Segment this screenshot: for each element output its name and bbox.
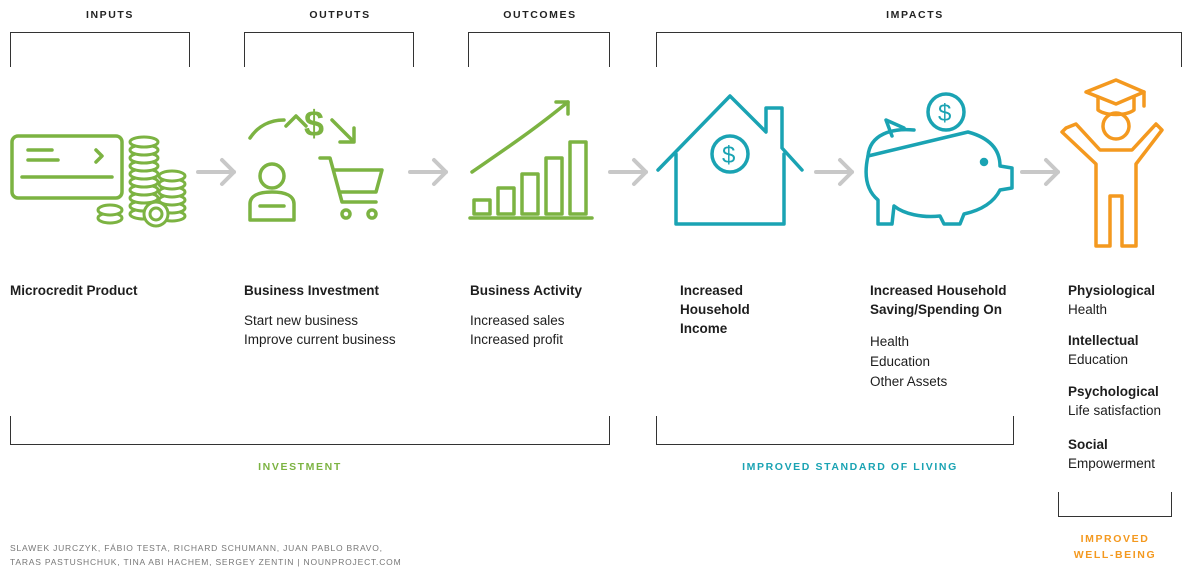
header-outcomes: OUTCOMES [503, 9, 577, 21]
svg-text:$: $ [722, 142, 735, 169]
arrow-right-icon [814, 158, 854, 186]
stage-title-microcredit: Microcredit Product [10, 283, 138, 298]
arrow-right-icon [196, 158, 236, 186]
growth-bar-chart-icon [468, 100, 594, 220]
footer-standard: IMPROVED STANDARD OF LIVING [742, 461, 958, 473]
stage-title-activity: Business Activity [470, 283, 583, 298]
wellbeing-head: Social [1068, 437, 1108, 452]
bracket-outcomes [468, 32, 610, 67]
title-line: Household [680, 302, 750, 317]
credit-line: TARAS PASTUSHCHUK, TINA ABI HACHEM, SERG… [10, 557, 402, 567]
footer-investment: INVESTMENT [258, 461, 342, 473]
stage-title-investment: Business Investment [244, 283, 380, 298]
title-line: Increased [680, 283, 744, 298]
house-dollar-icon: $ [656, 94, 804, 226]
stage-line: Increased profit [470, 332, 564, 347]
footer-wellbeing-1: IMPROVED [1080, 533, 1150, 545]
arrow-right-icon [408, 158, 448, 186]
wellbeing-text: Education [1068, 352, 1129, 367]
stage-line: Increased sales [470, 313, 565, 328]
stage-line: Health [870, 334, 910, 349]
title-line: Saving/Spending On [870, 302, 1003, 317]
wellbeing-text: Empowerment [1068, 456, 1156, 471]
stage-line: Start new business [244, 313, 359, 328]
arrow-right-icon [608, 158, 648, 186]
stage-line: Education [870, 354, 931, 369]
wellbeing-head: Physiological [1068, 283, 1156, 298]
piggy-bank-icon: $ [864, 92, 1014, 226]
header-inputs: INPUTS [85, 9, 135, 21]
arrow-right-icon [1020, 158, 1060, 186]
title-line: Increased Household [870, 283, 1007, 298]
stage-line: Other Assets [870, 374, 948, 389]
bracket-outputs [244, 32, 414, 67]
wellbeing-head: Intellectual [1068, 333, 1139, 348]
stage-title-income: Increased Household Income [680, 281, 750, 338]
footer-wellbeing-2: WELL-BEING [1073, 549, 1157, 561]
svg-text:$: $ [304, 103, 324, 144]
wellbeing-text: Life satisfaction [1068, 403, 1162, 418]
header-impacts: IMPACTS [886, 9, 944, 21]
graduate-person-icon [1060, 78, 1164, 248]
wellbeing-text: Health [1068, 302, 1108, 317]
credit-card-coins-icon [10, 134, 187, 228]
person-dollar-cart-icon: $ [248, 103, 384, 222]
bracket-investment [10, 416, 610, 445]
title-line: Income [680, 321, 728, 336]
header-outputs: OUTPUTS [309, 9, 371, 21]
bracket-standard [656, 416, 1014, 445]
stage-title-saving: Increased Household Saving/Spending On [870, 281, 1007, 319]
wellbeing-head: Psychological [1068, 384, 1159, 399]
bracket-inputs [10, 32, 190, 67]
bracket-impacts [656, 32, 1182, 67]
bracket-wellbeing [1058, 492, 1172, 517]
credit-line: SLAWEK JURCZYK, FÁBIO TESTA, RICHARD SCH… [10, 543, 383, 553]
stage-line: Improve current business [244, 332, 396, 347]
svg-text:$: $ [938, 100, 951, 127]
